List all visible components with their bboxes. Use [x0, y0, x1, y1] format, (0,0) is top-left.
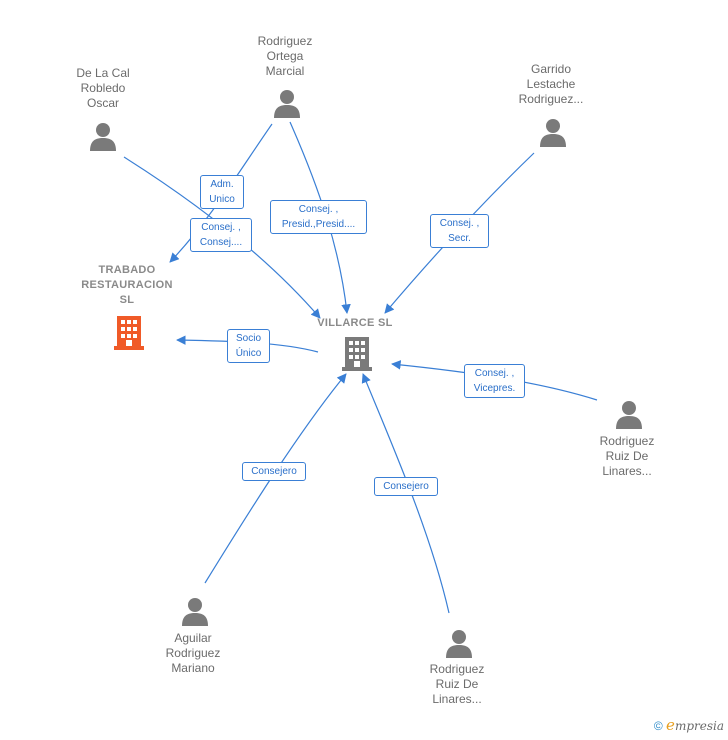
person-name-line: Rodriguez [429, 662, 485, 676]
edge-label-line: Consej. , [298, 204, 339, 215]
edge-label-line: Consej. , [201, 222, 241, 233]
person-label-rodriguez-ortega[interactable]: Rodriguez Ortega Marcial [230, 34, 340, 79]
person-name-line: Linares... [602, 464, 652, 478]
person-name-line: Linares... [432, 692, 482, 706]
person-name-line: Robledo [80, 81, 126, 95]
edge-label-line: Socio [235, 333, 261, 344]
edge-label-line: Consej. , [439, 218, 480, 229]
person-name-line: Rodriguez... [518, 92, 584, 106]
person-label-de-la-cal[interactable]: De La Cal Robledo Oscar [48, 66, 158, 111]
edge-label-socio-unico: Socio Único [227, 329, 270, 363]
edge-label-consejero-right: Consejero [374, 477, 438, 496]
person-name-line: Rodriguez [165, 646, 221, 660]
person-name-line: Marcial [265, 64, 305, 78]
edge-label-adm-unico: Adm. Unico [200, 175, 244, 209]
person-icon-rodriguez-ruiz-bottom[interactable] [446, 630, 472, 658]
edge-label-line: Consej.... [199, 237, 243, 248]
person-label-garrido[interactable]: Garrido Lestache Rodriguez... [496, 62, 606, 107]
person-icon-aguilar[interactable] [182, 598, 208, 626]
person-label-aguilar[interactable]: Aguilar Rodriguez Mariano [138, 631, 248, 676]
edge-label-line: Vicepres. [473, 383, 516, 394]
edge-label-line: Presid.,Presid.... [281, 219, 356, 230]
brand-logo-text: mpresia [674, 719, 724, 733]
person-name-line: Garrido [530, 62, 571, 76]
edge-label-line: Adm. [210, 179, 234, 190]
edge-label-consej-secr: Consej. , Secr. [430, 214, 489, 248]
person-label-rodriguez-ruiz-right[interactable]: Rodriguez Ruiz De Linares... [572, 434, 682, 479]
edge-label-consejero-left: Consejero [242, 462, 306, 481]
person-name-line: Oscar [86, 96, 119, 110]
copyright-icon: © [653, 719, 663, 733]
person-icon-de-la-cal[interactable] [90, 123, 116, 151]
building-icon-trabado[interactable] [114, 316, 144, 350]
person-name-line: De La Cal [76, 66, 130, 80]
person-name-line: Rodriguez [599, 434, 655, 448]
person-name-line: Ortega [266, 49, 304, 63]
company-label-villarce[interactable]: VILLARCE SL [317, 317, 393, 329]
person-icon-rodriguez-ortega[interactable] [274, 90, 300, 118]
company-name-line: TRABADO [98, 264, 156, 276]
company-label-trabado[interactable]: TRABADO RESTAURACION SL [62, 263, 192, 308]
edge-label-consej-consej: Consej. , Consej.... [190, 218, 252, 252]
person-name-line: Rodriguez [257, 34, 313, 48]
person-name-line: Aguilar [174, 631, 212, 645]
person-name-line: Ruiz De [435, 677, 479, 691]
edge-label-line: Único [235, 348, 262, 359]
person-label-rodriguez-ruiz-bottom[interactable]: Rodriguez Ruiz De Linares... [402, 662, 512, 707]
edge-label-line: Unico [209, 194, 235, 205]
company-name-line: SL [119, 294, 135, 306]
building-icon-villarce[interactable] [342, 337, 372, 371]
person-name-line: Ruiz De [605, 449, 649, 463]
footer-watermark: © empresia [654, 716, 724, 734]
edge-label-consej-vicepres: Consej. , Vicepres. [464, 364, 525, 398]
edge-label-consej-presid: Consej. , Presid.,Presid.... [270, 200, 367, 234]
edge-label-line: Secr. [448, 233, 471, 244]
brand-logo-initial: e [666, 716, 675, 734]
edge-label-line: Consej. , [474, 368, 515, 379]
person-name-line: Mariano [171, 661, 215, 675]
person-name-line: Lestache [526, 77, 576, 91]
person-icon-garrido[interactable] [540, 119, 566, 147]
person-icon-rodriguez-ruiz-right[interactable] [616, 401, 642, 429]
company-name-line: RESTAURACION [81, 279, 173, 291]
